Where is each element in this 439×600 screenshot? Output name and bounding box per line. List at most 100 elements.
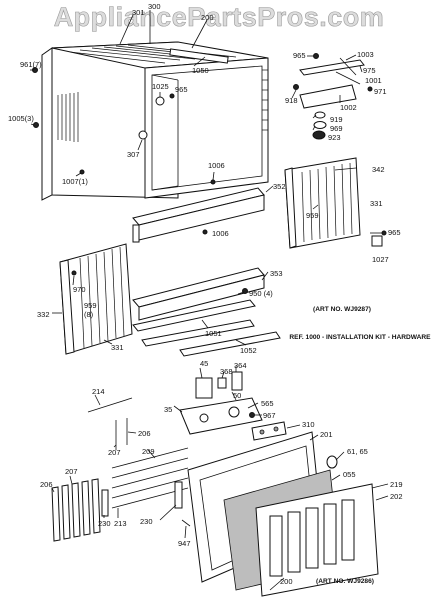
panel-pleats-left — [79, 246, 125, 349]
label-61-65: 61, 65 — [347, 447, 368, 456]
label-200-bottom: 200 — [280, 577, 293, 586]
label-342: 342 — [372, 165, 385, 174]
screw-965b — [313, 53, 319, 59]
label-200-top: 200 — [201, 13, 214, 22]
screw-965c — [381, 230, 387, 236]
label-965b: 965 — [293, 51, 306, 60]
plug-1025 — [155, 96, 165, 106]
screw-950 — [242, 288, 248, 294]
label-1027: 1027 — [372, 255, 389, 264]
label-1002: 1002 — [340, 103, 357, 112]
label-209: 209 — [142, 447, 155, 456]
label-1007: 1007(1) — [62, 177, 88, 186]
front-grille-assembly — [187, 431, 379, 597]
label-971: 971 — [374, 87, 387, 96]
knob-61-65 — [326, 455, 338, 469]
label-331b: 331 — [111, 343, 124, 352]
louver-assembly — [51, 447, 191, 542]
bracket-1002 — [299, 84, 357, 109]
art-number-bottom: (ART NO. WJ9286) — [316, 578, 374, 585]
label-206a: 206 — [138, 429, 151, 438]
label-214: 214 — [92, 387, 105, 396]
label-055: 055 — [343, 470, 356, 479]
label-50: 50 — [233, 391, 241, 400]
front-panel-slots — [269, 499, 355, 577]
label-950: 950 (4) — [249, 289, 273, 298]
label-35: 35 — [164, 405, 172, 414]
control-bracket-35 — [179, 397, 263, 435]
label-207a: 207 — [108, 448, 121, 457]
label-1051: 1051 — [205, 329, 222, 338]
label-1050: 1050 — [192, 66, 209, 75]
screw-1005 — [33, 122, 39, 128]
label-368: 368 — [220, 367, 233, 376]
panel-pleats-right — [301, 162, 353, 243]
installation-kit-note: REF. 1000 - INSTALLATION KIT - HARDWARE — [289, 334, 431, 341]
clip-1027 — [371, 235, 383, 247]
label-1006b: 1006 — [212, 229, 229, 238]
label-969: 969 — [330, 124, 343, 133]
label-975: 975 — [363, 66, 376, 75]
label-959a: 959 — [306, 211, 319, 220]
thermostat-364 — [231, 371, 243, 391]
label-970: 970 — [73, 285, 86, 294]
label-1025: 1025 — [152, 82, 169, 91]
strip-1052a — [141, 319, 255, 347]
cabinet-assembly — [32, 41, 269, 201]
label-947: 947 — [178, 539, 191, 548]
label-230b: 230 — [140, 517, 153, 526]
label-364: 364 — [234, 361, 247, 370]
washer-919 — [314, 111, 326, 119]
screw-970 — [71, 270, 77, 276]
rail-1051 — [132, 299, 256, 332]
rail-1050 — [169, 48, 229, 64]
strip-1052b — [179, 331, 281, 357]
switch-45 — [195, 377, 213, 399]
screw-947 — [181, 519, 191, 527]
label-919: 919 — [330, 115, 343, 124]
bar-214 — [87, 397, 133, 413]
label-307: 307 — [127, 150, 140, 159]
part-labels: 301 300 200 961(7) 1050 1025 965 1005(3)… — [8, 2, 403, 586]
mounting-hardware — [293, 53, 373, 140]
vanes-206-207 — [51, 478, 101, 542]
screw-971 — [367, 86, 373, 92]
washer-969 — [313, 121, 327, 129]
label-219: 219 — [390, 480, 403, 489]
left-side-panel — [59, 243, 133, 355]
label-959b-qty: (8) — [84, 310, 94, 319]
label-310: 310 — [302, 420, 315, 429]
bracket-975 — [299, 59, 365, 76]
screw-965a — [169, 93, 175, 99]
label-230a: 230 — [98, 519, 111, 528]
label-331a: 331 — [370, 199, 383, 208]
label-353: 353 — [270, 269, 283, 278]
label-918: 918 — [285, 96, 298, 105]
label-207b: 207 — [65, 467, 78, 476]
part-230a — [101, 489, 109, 517]
label-965a: 965 — [175, 85, 188, 94]
side-louvers — [57, 92, 79, 142]
watermark-text: AppliancePartsPros.com — [54, 2, 385, 32]
art-number-top: (ART NO. WJ9287) — [313, 306, 371, 313]
screw-1006a — [210, 179, 216, 185]
label-1052: 1052 — [240, 346, 257, 355]
screw-967 — [249, 412, 255, 418]
leader-lines — [30, 10, 389, 591]
label-1006a: 1006 — [208, 161, 225, 170]
label-965c: 965 — [388, 228, 401, 237]
part-230b — [174, 481, 183, 509]
screw-1006b — [202, 229, 208, 235]
grommet-307 — [138, 130, 148, 140]
gasket-923 — [312, 130, 326, 140]
screw-918 — [293, 84, 299, 90]
label-45: 45 — [200, 359, 208, 368]
label-923: 923 — [328, 133, 341, 142]
label-206b: 206 — [40, 480, 53, 489]
label-301: 301 — [132, 8, 145, 17]
label-565: 565 — [261, 399, 274, 408]
label-300: 300 — [148, 2, 161, 11]
label-1001: 1001 — [365, 76, 382, 85]
label-1003: 1003 — [357, 50, 374, 59]
